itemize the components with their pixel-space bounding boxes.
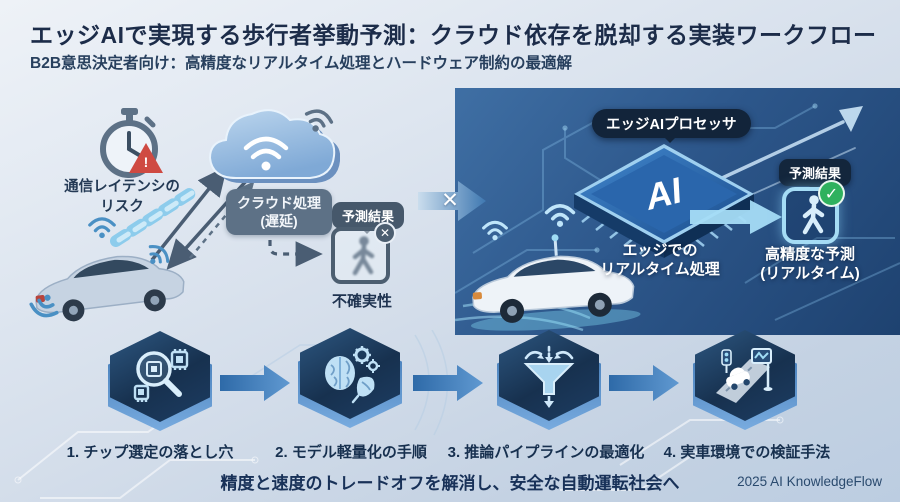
x-mark-icon: ✕: [437, 187, 463, 213]
latency-risk-line1: 通信レイテンシの: [64, 179, 180, 195]
prediction-result-badge-edge: 予測結果: [779, 159, 852, 191]
workflow-arrow-3: [609, 365, 679, 401]
edge-processor-badge: エッジAIプロセッサ: [592, 109, 751, 143]
pedestrian-icon: [352, 236, 375, 276]
warning-mark: !: [143, 154, 149, 170]
wifi-icon: [544, 204, 576, 227]
check-glyph: ✓: [824, 185, 839, 203]
high-precision-label: 高精度な予測 (リアルタイム): [740, 245, 880, 283]
cloud-wifi-icon: [243, 136, 289, 160]
wifi-icon: [482, 220, 508, 241]
edge-result-arrow: [690, 200, 782, 234]
prediction-result-text: 予測結果: [342, 209, 395, 224]
workflow-step-4-label: 4. 実車環境での検証手法: [663, 444, 831, 461]
chip-magnifier-icon: [133, 349, 189, 402]
pedestrian-icon: [802, 195, 825, 235]
credit-text: 2025 AI KnowledgeFlow: [737, 474, 882, 489]
workflow-step-1-hex: [108, 331, 212, 431]
brain-gear-feather-icon: [325, 346, 380, 404]
x-mark-glyph: ✕: [441, 188, 459, 212]
edge-realtime-label: エッジでの リアルタイム処理: [570, 241, 750, 279]
latency-risk-label: 通信レイテンシの リスク: [42, 178, 202, 217]
workflow-step-2-label: 2. モデル軽量化の手順: [275, 444, 427, 461]
bottom-tagline: 精度と速度のトレードオフを解消し、安全な自動運転社会へ: [220, 474, 680, 493]
prediction-result-text: 予測結果: [789, 166, 842, 181]
blocked-transition-arrow: [418, 181, 486, 221]
accurate-prediction-box: ✓: [782, 180, 845, 244]
workflow-step-4-hex: [693, 330, 797, 430]
edge-realtime-line1: エッジでの: [622, 242, 698, 259]
cloud-processing-label: クラウド処理 (遅延): [226, 189, 332, 236]
workflow-step-1-label: 1. チップ選定の落とし穴: [66, 444, 234, 461]
uncertainty-label: 不確実性: [331, 293, 392, 310]
high-precision-line1: 高精度な予測: [764, 246, 855, 263]
high-precision-line2: (リアルタイム): [760, 265, 860, 283]
car-icon-cloud: [35, 255, 185, 322]
vehicle-road-icon: [716, 348, 773, 403]
x-mark-icon: ✕: [374, 222, 396, 244]
workflow-arrow-2: [413, 365, 483, 401]
workflow-arrow-1: [220, 365, 290, 401]
workflow-step-3-label: 3. 推論パイプラインの最適化: [447, 444, 645, 461]
funnel-icon: [523, 345, 575, 408]
wifi-icon: [88, 217, 116, 239]
wifi-icon: [29, 294, 59, 318]
page-subtitle: B2B意思決定者向け：高精度なリアルタイム処理とハードウェア制約の最適解: [30, 55, 573, 72]
car-icon-edge: [470, 234, 641, 331]
cloud-icon: [208, 109, 340, 183]
x-mark-glyph: ✕: [379, 226, 391, 240]
wifi-icon: [304, 109, 334, 132]
page-title: エッジAIで実現する歩行者挙動予測：クラウド依存を脱却する実装ワークフロー: [30, 22, 877, 48]
workflow-step-3-hex: [497, 330, 601, 430]
edge-realtime-line2: リアルタイム処理: [600, 261, 720, 279]
latency-risk-line2: リスク: [100, 198, 144, 215]
workflow-step-2-hex: [298, 328, 402, 428]
check-icon: ✓: [818, 180, 845, 207]
uncertain-prediction-box: ✕: [331, 222, 396, 284]
cloud-processing-line1: クラウド処理: [237, 195, 321, 211]
cloud-processing-line2: (遅延): [260, 213, 298, 230]
edge-processor-text: エッジAIプロセッサ: [606, 117, 737, 133]
